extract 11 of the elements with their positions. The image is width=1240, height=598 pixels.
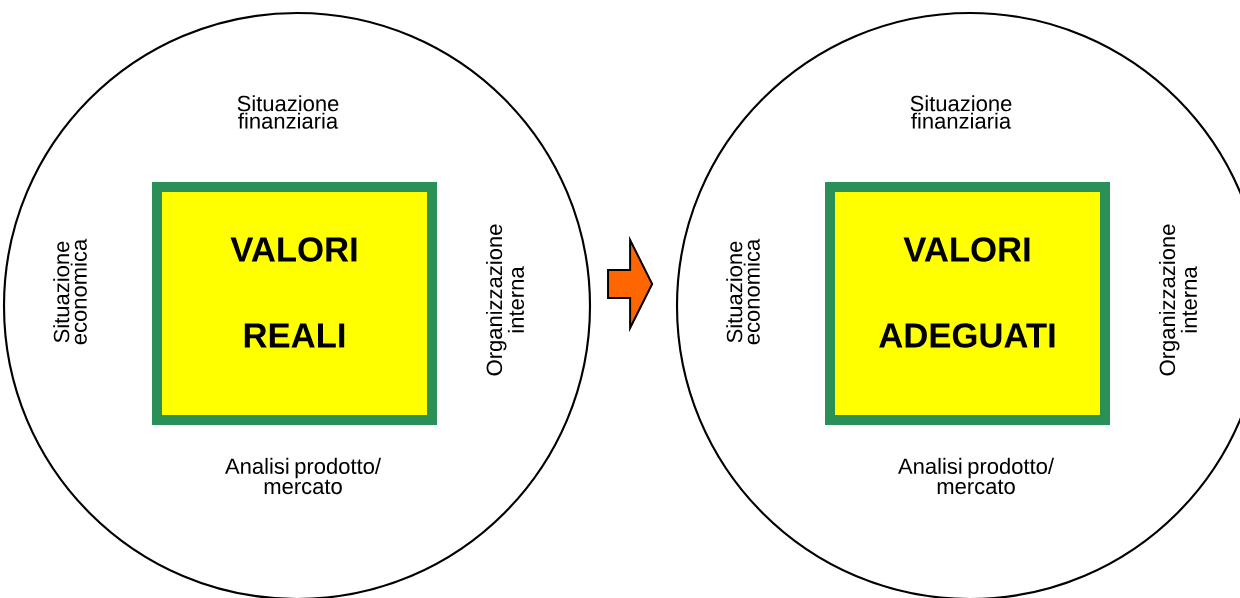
label-text: Analisi prodotto/ mercato xyxy=(898,457,1054,495)
label-text: Organizzazione interna xyxy=(486,224,524,376)
label-text: Analisi prodotto/ mercato xyxy=(225,457,381,495)
label-text: Situazione finanziaria xyxy=(237,95,339,129)
value-box: VALORI REALI xyxy=(152,182,437,425)
label-text: Situazione finanziaria xyxy=(910,95,1012,129)
label-text: Situazione economica xyxy=(53,238,87,345)
label-text: Situazione economica xyxy=(726,238,760,345)
label-text: Organizzazione interna xyxy=(1159,224,1197,376)
value-box: VALORI ADEGUATI xyxy=(825,182,1110,425)
block-arrow xyxy=(607,235,654,333)
